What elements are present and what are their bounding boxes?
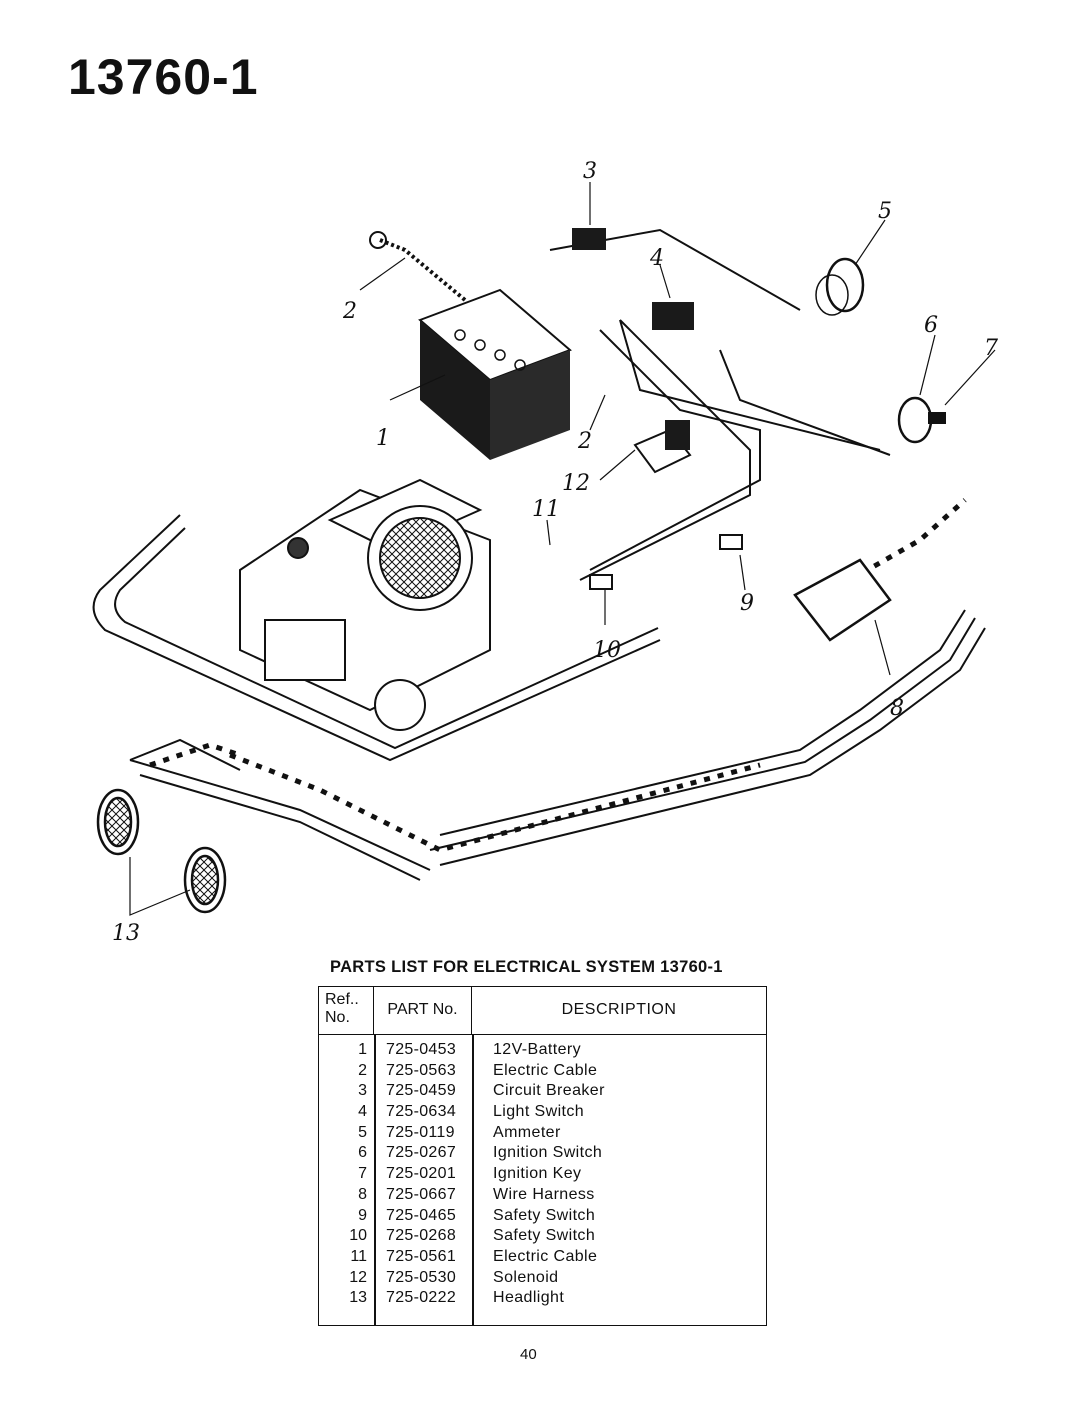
callout-8: 8 bbox=[890, 696, 904, 721]
callout-11: 11 bbox=[532, 497, 560, 522]
callout-labels: 1 2 2 3 4 5 6 7 8 9 10 11 12 13 bbox=[112, 159, 998, 946]
callout-2: 2 bbox=[342, 299, 357, 324]
callout-4: 4 bbox=[649, 246, 664, 271]
page-number: 40 bbox=[520, 1346, 537, 1363]
callout-9: 9 bbox=[740, 591, 754, 616]
column-divider bbox=[374, 1035, 376, 1325]
headlight-illustrations bbox=[96, 788, 227, 914]
callout-1: 1 bbox=[376, 426, 390, 451]
engine-illustration bbox=[239, 478, 491, 731]
callout-5: 5 bbox=[878, 199, 892, 224]
battery-illustration bbox=[418, 288, 572, 460]
parts-list-heading: PARTS LIST FOR ELECTRICAL SYSTEM 13760-1 bbox=[330, 958, 723, 976]
callout-12: 12 bbox=[562, 471, 590, 496]
column-divider bbox=[472, 1035, 474, 1325]
description-column-header: DESCRIPTION bbox=[472, 987, 766, 1035]
ref-column-header: Ref.. No. bbox=[319, 987, 374, 1035]
callout-3: 3 bbox=[583, 159, 597, 184]
part-number-column-header: PART No. bbox=[374, 987, 472, 1035]
callout-2b: 2 bbox=[577, 429, 592, 454]
callout-7: 7 bbox=[984, 336, 998, 361]
callout-6: 6 bbox=[924, 313, 938, 338]
page-title: 13760-1 bbox=[68, 49, 259, 105]
callout-13: 13 bbox=[112, 921, 140, 946]
electrical-system-diagram: 1 2 2 3 4 5 6 7 8 9 10 11 12 13 bbox=[92, 159, 998, 946]
callout-10: 10 bbox=[593, 638, 621, 663]
